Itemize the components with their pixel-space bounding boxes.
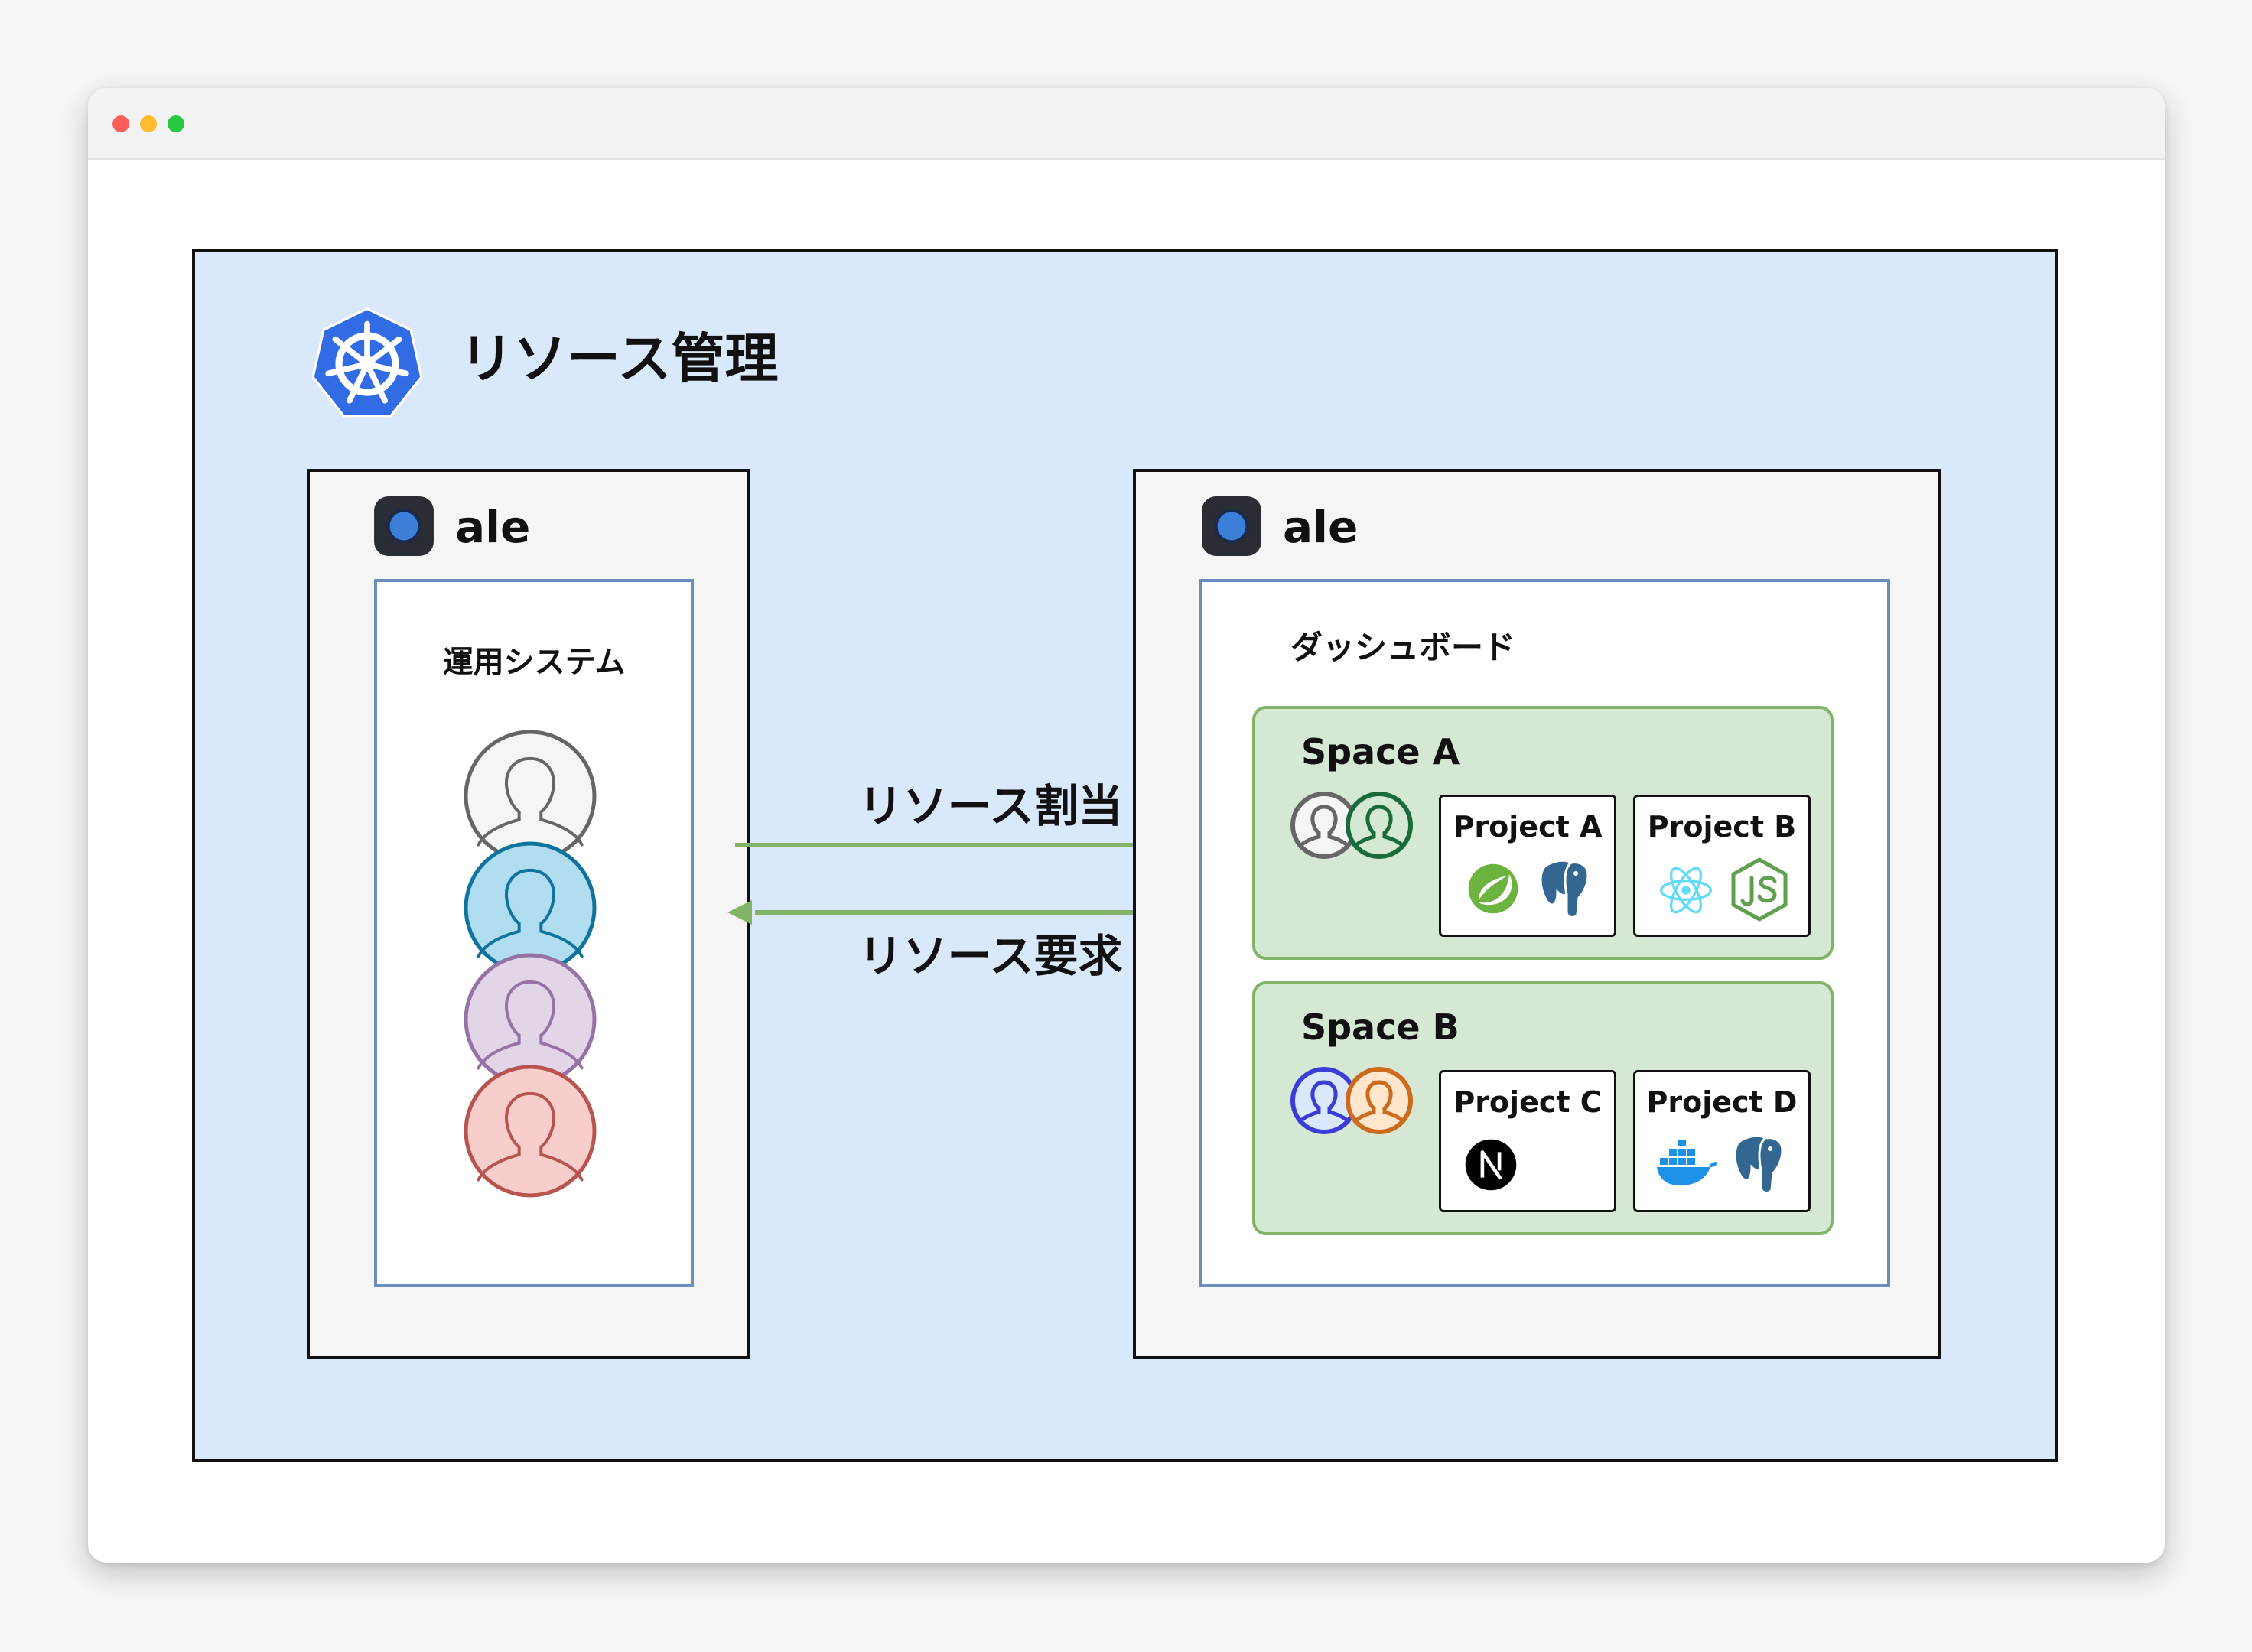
project-b-label: Project B: [1647, 810, 1797, 844]
project-a-card[interactable]: Project A: [1439, 795, 1616, 937]
window-titlebar: [88, 88, 2165, 160]
right-cluster-name: ale: [1283, 501, 1359, 553]
project-d-label: Project D: [1646, 1085, 1798, 1119]
dashboard-box: ダッシュボード Space A: [1199, 579, 1890, 1287]
browser-window: リソース管理 ale 運用システム リソース割当 リソース要求: [88, 88, 2165, 1563]
close-window-button[interactable]: [112, 115, 129, 132]
docker-icon: [1657, 1140, 1718, 1185]
request-arrowhead: [727, 900, 752, 925]
ale-logo-icon: [374, 496, 434, 556]
project-c-card[interactable]: Project C: [1439, 1070, 1616, 1212]
space-a-users: [1290, 792, 1413, 859]
user-avatar-icon: [464, 1065, 597, 1198]
user-stack: [464, 730, 597, 1198]
project-c-label: Project C: [1453, 1085, 1602, 1119]
operation-system-label: 運用システム: [442, 645, 626, 680]
resource-request-label: リソース要求: [858, 930, 1123, 982]
react-icon: [1660, 867, 1712, 914]
space-b-box: Space B Project C: [1252, 981, 1834, 1235]
user-avatar-icon: [1346, 1067, 1413, 1134]
nodejs-icon: [1731, 857, 1788, 922]
user-avatar-icon: [1290, 1067, 1358, 1134]
project-a-label: Project A: [1453, 810, 1603, 844]
project-d-card[interactable]: Project D: [1633, 1070, 1811, 1212]
space-a-label: Space A: [1301, 731, 1460, 772]
resource-management-panel: リソース管理 ale 運用システム リソース割当 リソース要求: [192, 249, 2058, 1462]
minimize-window-button[interactable]: [140, 115, 157, 132]
postgresql-icon: [1539, 859, 1590, 919]
left-ale-cluster: ale 運用システム: [307, 469, 750, 1359]
maximize-window-button[interactable]: [168, 115, 184, 132]
postgresql-icon: [1733, 1134, 1784, 1194]
operation-system-box: 運用システム: [374, 579, 694, 1287]
right-ale-cluster: ale ダッシュボード Space A: [1133, 469, 1941, 1359]
space-b-users: [1290, 1067, 1413, 1134]
dashboard-label: ダッシュボード: [1290, 629, 1516, 666]
left-cluster-name: ale: [455, 501, 531, 553]
resource-allocate-label: リソース割当: [858, 780, 1123, 832]
spring-icon: [1468, 863, 1518, 914]
diagram-title: リソース管理: [460, 327, 779, 390]
space-a-box: Space A Project A: [1252, 706, 1834, 960]
nextjs-icon: [1465, 1139, 1517, 1191]
ale-logo-icon: [1202, 496, 1261, 556]
space-b-label: Space B: [1301, 1006, 1460, 1048]
user-avatar-icon: [1346, 792, 1413, 859]
project-b-card[interactable]: Project B: [1633, 795, 1811, 937]
kubernetes-icon: [311, 307, 423, 418]
